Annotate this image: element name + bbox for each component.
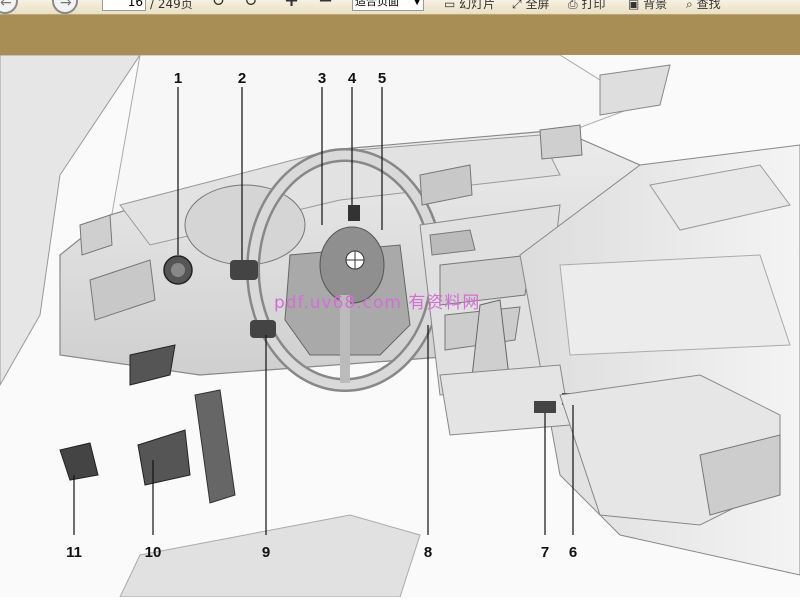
search-icon: ⌕	[686, 0, 693, 11]
print-button[interactable]: ⎙ 打印	[568, 0, 605, 12]
zoom-in-icon[interactable]: +	[284, 0, 300, 11]
zoom-select-value: 适合页面	[355, 0, 399, 8]
pdf-viewer-toolbar: ← → 16 / 249页 ↺ ↻ + − 适合页面 ▼ ▭ 幻灯片 ⤢ 全屏 ⎙…	[0, 0, 800, 15]
viewer-header-band	[0, 15, 800, 55]
arrow-left-icon: ←	[0, 0, 12, 11]
arrow-right-icon: →	[60, 0, 72, 11]
rotate-right-icon[interactable]: ↻	[244, 0, 258, 10]
printer-icon: ⎙	[568, 0, 578, 11]
callout-1: 1	[174, 70, 182, 87]
rotate-left-icon[interactable]: ↺	[212, 0, 226, 10]
callout-4: 4	[348, 70, 357, 87]
slideshow-icon: ▭	[444, 0, 456, 11]
callout-2: 2	[238, 70, 246, 87]
background-icon: ▣	[628, 0, 640, 11]
chevron-down-icon: ▼	[413, 0, 421, 7]
background-label: 背景	[643, 0, 668, 11]
fullscreen-label: 全屏	[525, 0, 550, 11]
find-label: 查找	[696, 0, 721, 11]
page-number-input[interactable]: 16	[102, 0, 146, 11]
fullscreen-button[interactable]: ⤢ 全屏	[512, 0, 549, 12]
slideshow-label: 幻灯片	[459, 0, 496, 11]
callout-11: 11	[66, 544, 82, 561]
callout-9: 9	[262, 544, 270, 561]
callout-5: 5	[378, 70, 386, 87]
callout-3: 3	[318, 70, 326, 87]
zoom-out-icon[interactable]: −	[318, 0, 334, 11]
callout-7: 7	[541, 544, 549, 561]
slideshow-button[interactable]: ▭ 幻灯片	[444, 0, 495, 12]
cockpit-drawing: 1 2 3 4 5 11 10 9 8 7 6	[0, 54, 800, 598]
callout-6: 6	[569, 544, 577, 561]
print-label: 打印	[581, 0, 606, 11]
page-total: / 249页	[150, 0, 193, 11]
find-button[interactable]: ⌕ 查找	[686, 0, 721, 12]
callout-10: 10	[145, 544, 162, 561]
back-button[interactable]: ←	[0, 0, 18, 14]
forward-button[interactable]: →	[52, 0, 78, 14]
cockpit-illustration: 1 2 3 4 5 11 10 9 8 7 6	[0, 54, 800, 598]
watermark-text: pdf.uv68.com 有资料网	[274, 293, 481, 313]
fullscreen-icon: ⤢	[512, 0, 522, 11]
zoom-select[interactable]: 适合页面 ▼	[352, 0, 424, 11]
callout-8: 8	[424, 544, 432, 561]
background-button[interactable]: ▣ 背景	[628, 0, 667, 12]
